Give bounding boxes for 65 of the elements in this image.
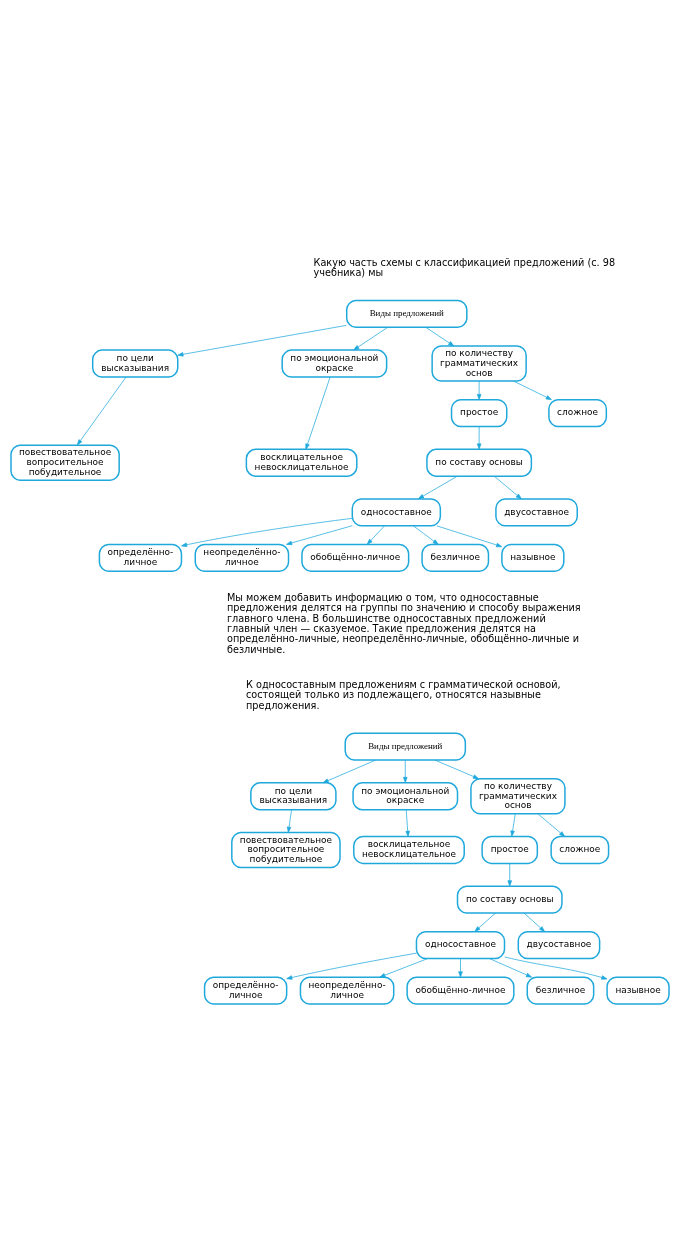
arrow <box>476 380 482 400</box>
arrow <box>537 812 566 837</box>
node-box: повествовательное вопросительное побудительное <box>10 444 120 481</box>
arrow <box>504 956 608 980</box>
node-box: по количеству грамматических основ <box>431 344 527 382</box>
arrow <box>436 525 503 547</box>
node-box: по цели высказывания <box>91 348 179 378</box>
node-box: односоставное <box>351 497 442 527</box>
arrow <box>405 809 410 837</box>
arrow <box>507 862 512 886</box>
node-box: по эмоциональной окраске <box>281 348 388 378</box>
arrow <box>76 376 127 445</box>
node-box: простое <box>450 398 508 427</box>
node-box: сложное <box>548 398 608 427</box>
node-box: безличное <box>421 543 490 572</box>
node-box: по цели высказывания <box>250 781 337 810</box>
arrow <box>434 759 479 779</box>
node-box: безличное <box>526 975 595 1005</box>
arrow <box>403 759 408 783</box>
node-box: неопределённо-личное <box>299 975 395 1005</box>
node-box: восклицательное невосклицательное <box>353 835 465 864</box>
node-box: неопределённо-личное <box>194 543 290 572</box>
arrow <box>513 380 552 400</box>
arrow <box>322 759 376 783</box>
arrow <box>494 475 522 499</box>
arrow <box>425 326 455 346</box>
node-box: определённо-личное <box>203 975 288 1005</box>
arrow <box>177 324 347 356</box>
node-box: определённо-личное <box>98 543 183 572</box>
arrow <box>523 912 545 932</box>
node-box: односоставное <box>415 930 506 959</box>
arrow <box>379 957 429 977</box>
node-box: двусоставное <box>495 497 578 527</box>
arrow <box>510 812 516 837</box>
node-box: обобщённо-личное <box>406 975 515 1005</box>
node-box: по составу основы <box>456 884 563 914</box>
node-box: повествовательное вопросительное побудительное <box>231 831 341 868</box>
node-box: восклицательное невосклицательное <box>245 448 358 477</box>
label: Какую часть схемы с классификацией предложений (с. 98 учебника) мы <box>313 256 616 278</box>
arrow <box>474 912 496 932</box>
arrow <box>418 475 458 499</box>
node-box: по составу основы <box>426 448 533 477</box>
node-box: по эмоциональной окраске <box>352 781 459 810</box>
arrow <box>181 517 353 547</box>
node-box: двусоставное <box>517 930 601 959</box>
arrow <box>286 524 353 545</box>
node-box: Виды предложений <box>344 731 467 761</box>
node-box: назывное <box>501 543 565 572</box>
node-box: Виды предложений <box>345 299 468 328</box>
node-box: обобщённо-личное <box>301 543 410 572</box>
arrow <box>413 524 439 545</box>
node-box: сложное <box>550 835 610 864</box>
arrow <box>305 376 331 450</box>
arrow <box>286 952 417 980</box>
arrow <box>286 809 292 833</box>
node-box: простое <box>481 835 539 864</box>
arrow <box>366 524 385 545</box>
arrow <box>489 957 532 977</box>
arrow <box>458 957 463 977</box>
arrow <box>353 326 388 350</box>
arrow <box>476 425 482 449</box>
label: Мы можем добавить информацию о том, что односоставные предложения делятся на группы по значению и способу выражения главного члена. В большинстве односоставных предложений главный член — сказуемое. Такие предложения делятся на определённо-личные, неопределённо-личные, обобщённо-личные и безличные. <box>226 591 581 655</box>
label: К односоставным предложениям с грамматической основой, состоящей только из подлежащего, относятся назывные предложения. <box>246 678 561 711</box>
node-box: по количеству грамматических основ <box>470 777 566 814</box>
node-box: назывное <box>606 975 670 1005</box>
